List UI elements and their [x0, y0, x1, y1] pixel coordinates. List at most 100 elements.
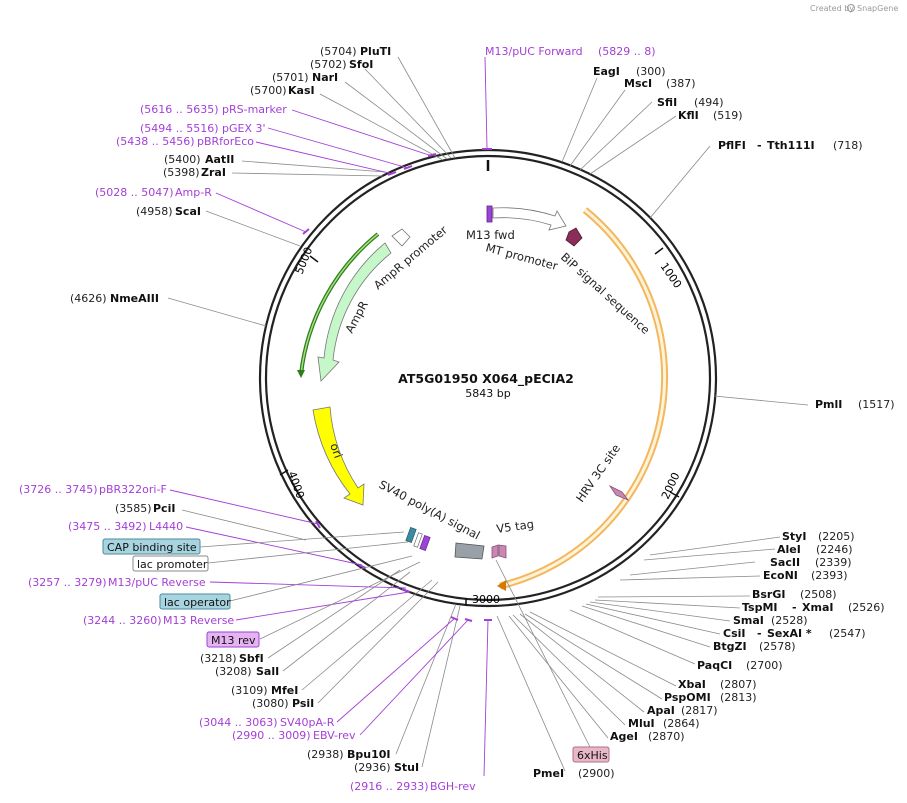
enzyme-kasi[interactable]: (5700) KasI	[250, 84, 315, 97]
svg-text:Tth111I: Tth111I	[767, 139, 815, 152]
enzyme-leaders	[167, 56, 809, 772]
svg-text:Bpu10I: Bpu10I	[347, 748, 391, 761]
svg-text:Amp-R: Amp-R	[175, 186, 212, 199]
svg-text:SfiI: SfiI	[657, 96, 677, 109]
primer-amp-r[interactable]: (5028 .. 5047) Amp-R	[95, 186, 212, 199]
svg-text:(3257 .. 3279): (3257 .. 3279)	[28, 576, 107, 589]
enzyme-psii[interactable]: (3080) PsiI	[252, 697, 314, 710]
svg-text:(2813): (2813)	[720, 691, 757, 704]
enzyme-sacii[interactable]: SacII (2339)	[770, 556, 852, 569]
enzyme-mlui[interactable]: MluI (2864)	[628, 717, 700, 730]
enzyme-sfoi[interactable]: (5702) SfoI	[310, 58, 373, 71]
svg-text:(3044 .. 3063): (3044 .. 3063)	[199, 716, 278, 729]
feature-m13-fwd[interactable]: M13 fwd	[466, 205, 515, 242]
feature-bip-signal[interactable]: BiP signal sequence	[558, 227, 653, 337]
primer-pbr322ori-f[interactable]: (3726 .. 3745) pBR322ori-F	[19, 483, 167, 496]
svg-text:(3218): (3218)	[200, 652, 237, 665]
feature-ori[interactable]: ori	[312, 406, 365, 506]
enzyme-xbai[interactable]: XbaI (2807)	[678, 678, 757, 691]
snapgene-logo-icon	[847, 4, 855, 12]
svg-text:6xHis: 6xHis	[577, 749, 608, 762]
enzyme-tspmi-xmai[interactable]: TspMI - XmaI (2526)	[742, 601, 885, 614]
svg-text:BtgZI: BtgZI	[713, 640, 747, 653]
enzyme-eagi[interactable]: EagI (300)	[593, 65, 666, 78]
primer-l4440[interactable]: (3475 .. 3492) L4440	[68, 520, 183, 533]
enzyme-kfli[interactable]: KflI (519)	[678, 109, 743, 122]
svg-text:-: -	[757, 139, 762, 152]
enzyme-mfei[interactable]: (3109) MfeI	[231, 684, 298, 697]
svg-text:(5398): (5398)	[163, 166, 200, 179]
enzyme-sbfi[interactable]: (3218) SbfI	[200, 652, 264, 665]
feature-hrv-3c[interactable]: HRV 3C site	[573, 442, 630, 505]
enzyme-pmli[interactable]: PmlI (1517)	[815, 398, 895, 411]
svg-text:(5829 .. 8): (5829 .. 8)	[598, 45, 656, 58]
primer-pbrforeco[interactable]: (5438 .. 5456) pBRforEco	[116, 135, 254, 148]
enzyme-pmei[interactable]: PmeI (2900)	[533, 767, 615, 780]
svg-text:(2547): (2547)	[829, 627, 866, 640]
enzyme-bsrgi[interactable]: BsrGI (2508)	[752, 588, 837, 601]
svg-text:(5028 .. 5047): (5028 .. 5047)	[95, 186, 174, 199]
svg-text:PmeI: PmeI	[533, 767, 564, 780]
enzyme-pcii[interactable]: (3585) PciI	[115, 502, 175, 515]
svg-text:M13 Reverse: M13 Reverse	[163, 614, 234, 627]
primer-bgh-rev[interactable]: (2916 .. 2933) BGH-rev	[350, 780, 476, 793]
primer-ebv-rev[interactable]: (2990 .. 3009) EBV-rev	[232, 729, 356, 742]
svg-text:PciI: PciI	[153, 502, 175, 515]
enzyme-apai[interactable]: ApaI (2817)	[647, 704, 718, 717]
primer-prs-marker[interactable]: (5616 .. 5635) pRS-marker	[140, 103, 287, 116]
svg-text:PsiI: PsiI	[292, 697, 314, 710]
enzyme-scai[interactable]: (4958) ScaI	[136, 205, 201, 218]
svg-text:L4440: L4440	[149, 520, 183, 533]
primer-m13-puc-reverse[interactable]: (3257 .. 3279) M13/pUC Reverse	[28, 576, 206, 589]
enzyme-bpu10i[interactable]: (2938) Bpu10I	[307, 748, 391, 761]
feature-v5-tag[interactable]: V5 tag	[491, 517, 535, 559]
svg-text:ApaI: ApaI	[647, 704, 675, 717]
enzyme-btgzi[interactable]: BtgZI (2578)	[713, 640, 796, 653]
tick-label-5000: 5000	[293, 245, 316, 276]
feature-sv40-polya[interactable]: SV40 poly(A) signal	[377, 477, 485, 560]
enzyme-msci[interactable]: MscI (387)	[624, 77, 696, 90]
svg-text:(387): (387)	[666, 77, 696, 90]
enzyme-pspomi[interactable]: PspOMI (2813)	[664, 691, 757, 704]
feature-lac-promoter[interactable]: lac promoter	[132, 555, 209, 572]
feature-lac-operator[interactable]: lac operator	[159, 593, 231, 610]
enzyme-zrai[interactable]: (5398) ZraI	[163, 166, 226, 179]
svg-text:(2246): (2246)	[816, 543, 853, 556]
feature-label-ori: ori	[327, 441, 345, 460]
primer-m13-puc-forward[interactable]: M13/pUC Forward (5829 .. 8)	[485, 45, 656, 58]
plasmid-name: AT5G01950 X064_pECIA2	[398, 371, 574, 387]
enzyme-alei[interactable]: AleI (2246)	[777, 543, 853, 556]
svg-text:lac promoter: lac promoter	[137, 558, 208, 571]
svg-text:(5494 .. 5516): (5494 .. 5516)	[140, 122, 219, 135]
enzyme-nari[interactable]: (5701) NarI	[272, 71, 338, 84]
enzyme-nmeaiii[interactable]: (4626) NmeAIII	[70, 292, 159, 305]
enzyme-csii-sexai[interactable]: CsiI - SexAI * (2547)	[723, 627, 866, 640]
primer-m13-reverse[interactable]: (3244 .. 3260) M13 Reverse	[83, 614, 234, 627]
primer-sv40pa-r[interactable]: (3044 .. 3063) SV40pA-R	[199, 716, 335, 729]
svg-text:(2990 .. 3009): (2990 .. 3009)	[232, 729, 311, 742]
enzyme-pluti[interactable]: (5704) PluTI	[320, 45, 391, 58]
enzyme-agei[interactable]: AgeI (2870)	[610, 730, 685, 743]
svg-text:(2339): (2339)	[815, 556, 852, 569]
svg-text:lac operator: lac operator	[164, 596, 231, 609]
enzyme-sali[interactable]: (3208) SalI	[215, 665, 279, 678]
feature-cap-binding-site[interactable]: CAP binding site	[102, 538, 201, 555]
enzyme-paqci[interactable]: PaqCI (2700)	[697, 659, 783, 672]
enzyme-pflfi-tth111i[interactable]: PflFI - Tth111I (718)	[718, 139, 863, 152]
enzyme-sfii[interactable]: SfiI (494)	[657, 96, 724, 109]
svg-text:MluI: MluI	[628, 717, 655, 730]
feature-m13-rev[interactable]: M13 rev	[206, 631, 260, 648]
svg-text:TspMI: TspMI	[742, 601, 778, 614]
enzyme-smai[interactable]: SmaI (2528)	[733, 614, 808, 627]
feature-6xhis[interactable]: 6xHis	[572, 746, 610, 763]
enzyme-aatii[interactable]: (5400) AatII	[164, 153, 234, 166]
svg-text:(1517): (1517)	[858, 398, 895, 411]
primer-pgex3[interactable]: (5494 .. 5516) pGEX 3'	[140, 122, 266, 135]
svg-text:SacII: SacII	[770, 556, 800, 569]
enzyme-econi[interactable]: EcoNI (2393)	[763, 569, 848, 582]
enzyme-styi[interactable]: StyI (2205)	[782, 530, 855, 543]
enzyme-stui[interactable]: (2936) StuI	[354, 761, 419, 774]
feature-ampr[interactable]: AmpR	[317, 242, 392, 382]
svg-text:(2807): (2807)	[720, 678, 757, 691]
